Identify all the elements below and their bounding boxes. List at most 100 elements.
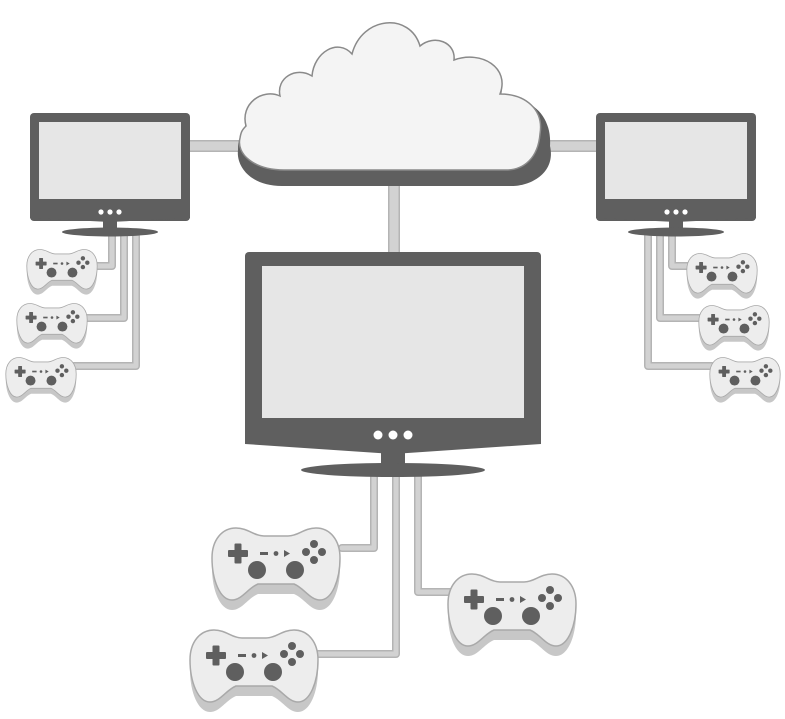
monitor-icon (245, 252, 541, 477)
center-display-stand (301, 463, 485, 477)
face-button-3 (736, 264, 741, 269)
right-display (596, 113, 756, 237)
face-button-2 (757, 316, 762, 321)
select-button (713, 266, 718, 269)
cloud-body (238, 22, 542, 171)
home-button (273, 551, 279, 556)
face-button-2 (296, 650, 304, 658)
select-button (736, 370, 741, 373)
right-display-led-1 (664, 209, 670, 215)
cable-center-2 (315, 473, 399, 657)
right-stick (522, 607, 540, 625)
dpad-vertical (470, 589, 478, 610)
right-display-neck (669, 221, 683, 230)
right-stick (57, 321, 68, 332)
gamepad-body (698, 305, 770, 346)
right-controller-cables (644, 232, 716, 370)
right-display-stand (628, 227, 724, 237)
face-button-1 (70, 310, 76, 315)
dpad-vertical (699, 262, 704, 274)
face-button-2 (318, 548, 326, 556)
center-display-screen (262, 266, 524, 418)
right-display-led-2 (673, 209, 679, 215)
face-button-4 (740, 268, 746, 274)
face-button-1 (546, 586, 554, 594)
home-button (50, 316, 54, 319)
face-button-1 (310, 540, 318, 548)
cable-right-2 (657, 233, 703, 321)
face-button-2 (745, 264, 750, 269)
face-button-3 (759, 368, 764, 373)
gamepad-body (709, 357, 781, 398)
select-button (725, 318, 730, 321)
right-stick (67, 267, 78, 278)
cable-left-1 (93, 233, 115, 269)
face-button-4 (80, 264, 86, 270)
right-stick (264, 663, 282, 681)
left-stick (248, 561, 266, 579)
face-button-3 (66, 314, 71, 319)
start-button (749, 369, 753, 374)
left-display-neck (103, 221, 117, 230)
home-button (743, 370, 747, 373)
left-display-led-1 (98, 209, 104, 215)
cable-center-3-edge (414, 472, 456, 596)
left-display-screen (39, 122, 181, 199)
cable-left-3 (71, 233, 139, 369)
gamepad-body (447, 573, 577, 647)
face-button-4 (70, 318, 76, 324)
face-button-4 (310, 556, 318, 564)
gamepad-body (189, 629, 319, 703)
left-stick (36, 321, 47, 332)
face-button-1 (763, 364, 769, 369)
select-button (496, 598, 504, 601)
face-button-2 (554, 594, 562, 602)
select-button (32, 370, 37, 373)
cable-right-1 (669, 233, 693, 269)
right-stick (750, 375, 761, 386)
start-button (66, 261, 70, 266)
monitor-icon (30, 113, 190, 237)
select-button (260, 552, 268, 555)
face-button-1 (80, 256, 86, 261)
center-display-led-3 (403, 430, 413, 440)
cable-center-3 (415, 473, 455, 595)
left-display-led-3 (116, 209, 122, 215)
right-display-screen (605, 122, 747, 199)
right-stick (46, 375, 57, 386)
left-display-stand (62, 227, 158, 237)
gamepad-icon (447, 573, 577, 656)
start-button (520, 596, 526, 603)
face-button-2 (64, 368, 69, 373)
home-button (39, 370, 43, 373)
monitor-icon (596, 113, 756, 237)
face-button-3 (76, 260, 81, 265)
left-stick (226, 663, 244, 681)
cable-center-1 (339, 473, 377, 551)
right-stick (286, 561, 304, 579)
gamepad-icon (698, 305, 770, 351)
select-button (43, 316, 48, 319)
face-button-3 (748, 316, 753, 321)
dpad-vertical (722, 366, 727, 378)
gamepad-body (16, 303, 88, 344)
start-button (262, 652, 268, 659)
home-button (732, 318, 736, 321)
face-button-1 (59, 364, 65, 369)
gamepad-icon (26, 249, 98, 295)
home-button (251, 653, 257, 658)
right-display-led-3 (682, 209, 688, 215)
dpad-vertical (39, 258, 44, 270)
gamepad-icon (686, 253, 758, 299)
center-display (245, 252, 541, 477)
face-button-3 (55, 368, 60, 373)
gamepad-icon (5, 357, 77, 403)
gamepad-icon (211, 527, 341, 610)
gamepad-body (211, 527, 341, 601)
center-display-led-1 (373, 430, 383, 440)
gamepad-body (686, 253, 758, 294)
cable-right-3 (645, 233, 715, 369)
left-stick (484, 607, 502, 625)
